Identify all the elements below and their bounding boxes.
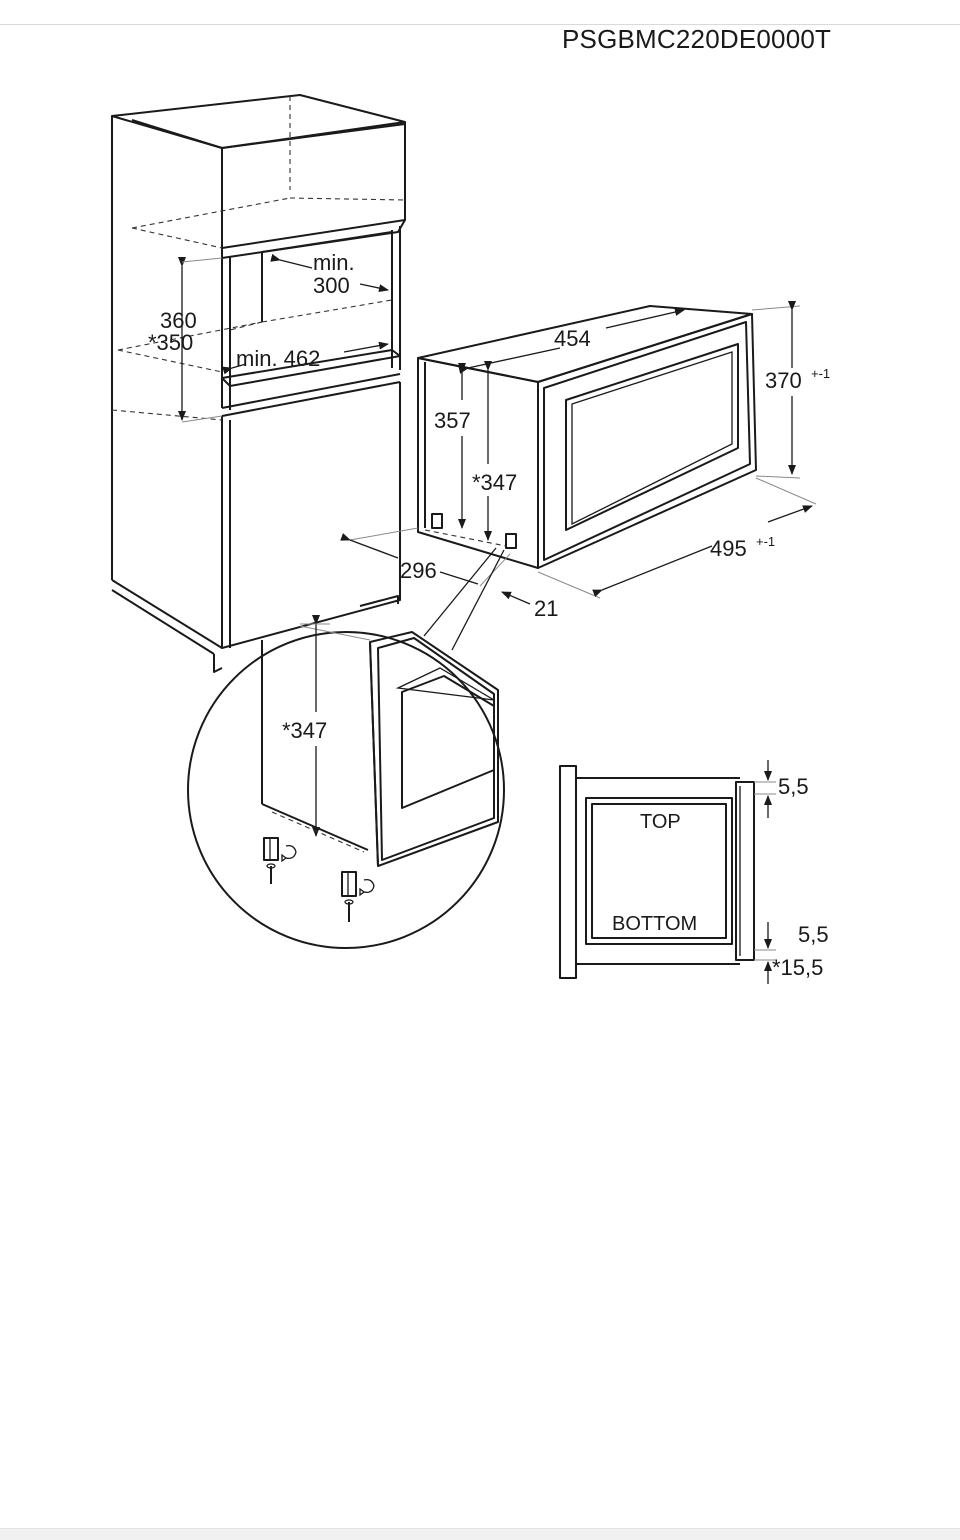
appliance-height-label: 370 bbox=[765, 368, 802, 393]
appliance-body-height-label: 357 bbox=[434, 408, 471, 433]
appliance-depth-label: 495 bbox=[710, 536, 747, 561]
appliance-drawing: 454 370 +-1 357 *347 495 +-1 296 21 bbox=[340, 301, 830, 651]
cabinet-height-label: 360 bbox=[160, 308, 197, 333]
frame-bottom-alt-label: *15,5 bbox=[772, 955, 823, 980]
appliance-front-label: 21 bbox=[534, 596, 558, 621]
cabinet-drawing: 360 *350 min. 300 min. 462 bbox=[111, 94, 406, 673]
appliance-width-label: 454 bbox=[554, 326, 591, 351]
bottom-bar bbox=[0, 1528, 960, 1540]
appliance-inner-height-label: *347 bbox=[472, 470, 517, 495]
appliance-depth-tolerance: +-1 bbox=[756, 534, 775, 549]
frame-bottom-gap-label: 5,5 bbox=[798, 922, 829, 947]
cabinet-width-label: min. 462 bbox=[236, 346, 320, 371]
cabinet-depth-value: 300 bbox=[313, 273, 350, 298]
cabinet-depth-prefix: min. bbox=[313, 250, 355, 275]
frame-top-label: TOP bbox=[640, 811, 681, 833]
detail-circle: *347 bbox=[187, 615, 505, 949]
model-code: PSGBMC220DE0000T bbox=[562, 24, 832, 54]
frame-bottom-label: BOTTOM bbox=[612, 913, 697, 935]
appliance-height-tolerance: +-1 bbox=[811, 366, 830, 381]
frame-top-gap-label: 5,5 bbox=[778, 774, 809, 799]
cabinet-height-alt-label: *350 bbox=[148, 330, 193, 355]
spacer-block-icon bbox=[263, 837, 297, 884]
detail-height-label: *347 bbox=[282, 718, 327, 743]
frame-section: TOP BOTTOM 5,5 5,5 *15,5 bbox=[559, 760, 829, 984]
spacer-block-icon bbox=[341, 871, 375, 922]
appliance-side-label: 296 bbox=[400, 558, 437, 583]
top-divider bbox=[0, 24, 960, 25]
